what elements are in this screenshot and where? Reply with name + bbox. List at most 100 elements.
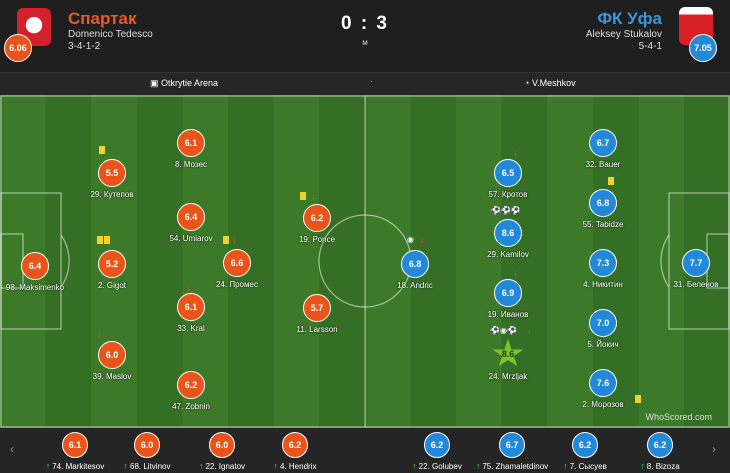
away-sub[interactable]: 6.2 ↑22. Golubev [397, 432, 477, 471]
substitution-off-icon: ↓ [513, 147, 518, 157]
substitution-off-icon: ↓ [420, 235, 425, 245]
player-name: 2. Gigot [97, 281, 127, 290]
yellow-card-icon [223, 236, 229, 244]
player-name: 24. Mrzljak [488, 372, 528, 381]
away-player-gk[interactable]: 7.7 31. Беленов [656, 249, 730, 289]
substitution-off-icon: ↓ [513, 267, 518, 277]
player-rating: 5.2 [98, 250, 126, 278]
away-player[interactable]: 7.6 2. Морозов [563, 369, 643, 409]
yellow-card-icon [635, 395, 641, 403]
yellow-card-icon [104, 236, 110, 244]
away-sub[interactable]: 6.2 ↑7. Сысуев [545, 432, 625, 471]
away-player[interactable]: 6.7 32. Bauer [563, 129, 643, 169]
player-rating-star: 8.6 [492, 339, 524, 367]
yellow-card-icon [99, 146, 105, 154]
match-period: м [362, 38, 368, 47]
match-score: 0 : 3 [340, 13, 390, 34]
home-player[interactable]: 5.5 29. Кутепов [72, 159, 152, 199]
yellow-card-icon [608, 177, 614, 185]
player-rating: 6.8 [401, 250, 429, 278]
player-rating: 7.0 [589, 309, 617, 337]
player-name: 19. Ponce [298, 235, 336, 244]
match-info-bar: ▣ Otkrytie Arena · ◔ V.Meshkov [0, 72, 730, 96]
away-player[interactable]: 6.8 18. Andric [375, 250, 455, 290]
sub-rating: 6.7 [499, 432, 525, 458]
sub-rating: 6.0 [134, 432, 160, 458]
player-name: 29. Кутепов [90, 190, 134, 199]
substitution-off-icon: ↓ [311, 191, 316, 201]
sub-rating: 6.2 [572, 432, 598, 458]
player-name: 54. Umiarov [169, 234, 213, 243]
venue-name: Otkrytie Arena [161, 78, 219, 88]
player-rating: 6.5 [494, 159, 522, 187]
player-name: 19. Иванов [487, 310, 529, 319]
player-name: 2. Морозов [582, 400, 624, 409]
home-sub[interactable]: 6.0 ↑22. Ignatov [182, 432, 262, 471]
away-player[interactable]: 6.8 55. Tabidze [563, 189, 643, 229]
player-name: 5. Йокич [587, 340, 619, 349]
player-rating: 6.9 [494, 279, 522, 307]
away-player[interactable]: 6.5 57. Кротов [468, 159, 548, 199]
sub-on-icon: ↑ [475, 461, 481, 471]
match-header: Спартак Domenico Tedesco 3-4-1-2 6.06 0 … [0, 0, 730, 72]
sub-on-icon: ↑ [45, 461, 51, 471]
home-sub[interactable]: 6.2 ↑4. Hendrix [255, 432, 335, 471]
substitution-off-icon: ↓ [97, 329, 102, 339]
sub-name: ↑68. Litvinov [123, 461, 171, 471]
player-name: 29. Kamilov [487, 250, 529, 259]
home-player[interactable]: 6.0 39. Maslov [72, 341, 152, 381]
away-player[interactable]: 6.9 19. Иванов [468, 279, 548, 319]
sub-name: ↑22. Ignatov [198, 461, 246, 471]
sub-on-icon: ↑ [640, 461, 645, 471]
away-player[interactable]: 8.6 29. Kamilov [468, 219, 548, 259]
home-sub[interactable]: 6.1 ↑74. Markitesov [35, 432, 115, 471]
home-sub[interactable]: 6.0 ↑68. Litvinov [107, 432, 187, 471]
substitutes-bar: ‹ 6.1 ↑74. Markitesov 6.0 ↑68. Litvinov … [0, 428, 730, 473]
sub-name: ↑8. Bizoza [640, 461, 680, 471]
player-rating: 6.4 [177, 203, 205, 231]
home-player[interactable]: 6.1 33. Kral [151, 293, 231, 333]
sub-on-icon: ↑ [273, 461, 279, 471]
player-name: 31. Беленов [673, 280, 719, 289]
yellow-card-icon [97, 236, 103, 244]
chevron-right-icon[interactable]: › [712, 442, 716, 456]
player-rating: 6.6 [223, 249, 251, 277]
player-rating: 6.1 [177, 129, 205, 157]
player-rating: 6.4 [21, 252, 49, 280]
home-player[interactable]: 5.2 2. Gigot [72, 250, 152, 290]
away-team-name[interactable]: ФК Уфа [597, 9, 662, 28]
sub-rating: 6.2 [282, 432, 308, 458]
chevron-left-icon[interactable]: ‹ [10, 442, 14, 456]
home-player-gk[interactable]: 6.4 98. Maksimenko [0, 252, 75, 292]
player-name: 8. Мозес [174, 160, 208, 169]
home-player[interactable]: 6.4 54. Umiarov [151, 203, 231, 243]
away-sub[interactable]: 6.2 ↑8. Bizoza [620, 432, 700, 471]
sub-on-icon: ↑ [198, 461, 204, 471]
assist-icon: ◉ [407, 235, 414, 244]
player-rating: 6.7 [589, 129, 617, 157]
goal-ball-icons: ⚽◉⚽ [490, 326, 517, 335]
away-coach: Aleksey Stukalov [585, 29, 662, 40]
home-player[interactable]: 6.6 24. Промес [197, 249, 277, 289]
player-name: 57. Кротов [488, 190, 528, 199]
home-player[interactable]: 6.1 8. Мозес [151, 129, 231, 169]
home-player[interactable]: 6.2 19. Ponce [277, 204, 357, 244]
away-formation: 5-4-1 [638, 41, 662, 52]
away-sub[interactable]: 6.7 ↑75. Zhamaletdinov [472, 432, 552, 471]
away-player[interactable]: 7.0 5. Йокич [563, 309, 643, 349]
player-rating: 6.1 [177, 293, 205, 321]
substitution-off-icon: ↓ [186, 283, 191, 293]
sub-rating: 6.0 [209, 432, 235, 458]
home-team-name[interactable]: Спартак [68, 9, 137, 28]
whoscored-logo: WhoScored.com [645, 412, 712, 422]
sub-rating: 6.2 [424, 432, 450, 458]
home-player[interactable]: 5.7 11. Larsson [277, 294, 357, 334]
player-name: 32. Bauer [585, 160, 621, 169]
away-player[interactable]: 7.3 4. Никитин [563, 249, 643, 289]
player-name: 4. Никитин [583, 280, 623, 289]
man-of-the-match-player[interactable]: 8.6 24. Mrzljak [468, 339, 548, 381]
sub-on-icon: ↑ [563, 461, 568, 471]
sub-name: ↑22. Golubev [412, 461, 462, 471]
info-separator: · [370, 76, 373, 86]
home-player[interactable]: 6.2 47. Zobnin [151, 371, 231, 411]
